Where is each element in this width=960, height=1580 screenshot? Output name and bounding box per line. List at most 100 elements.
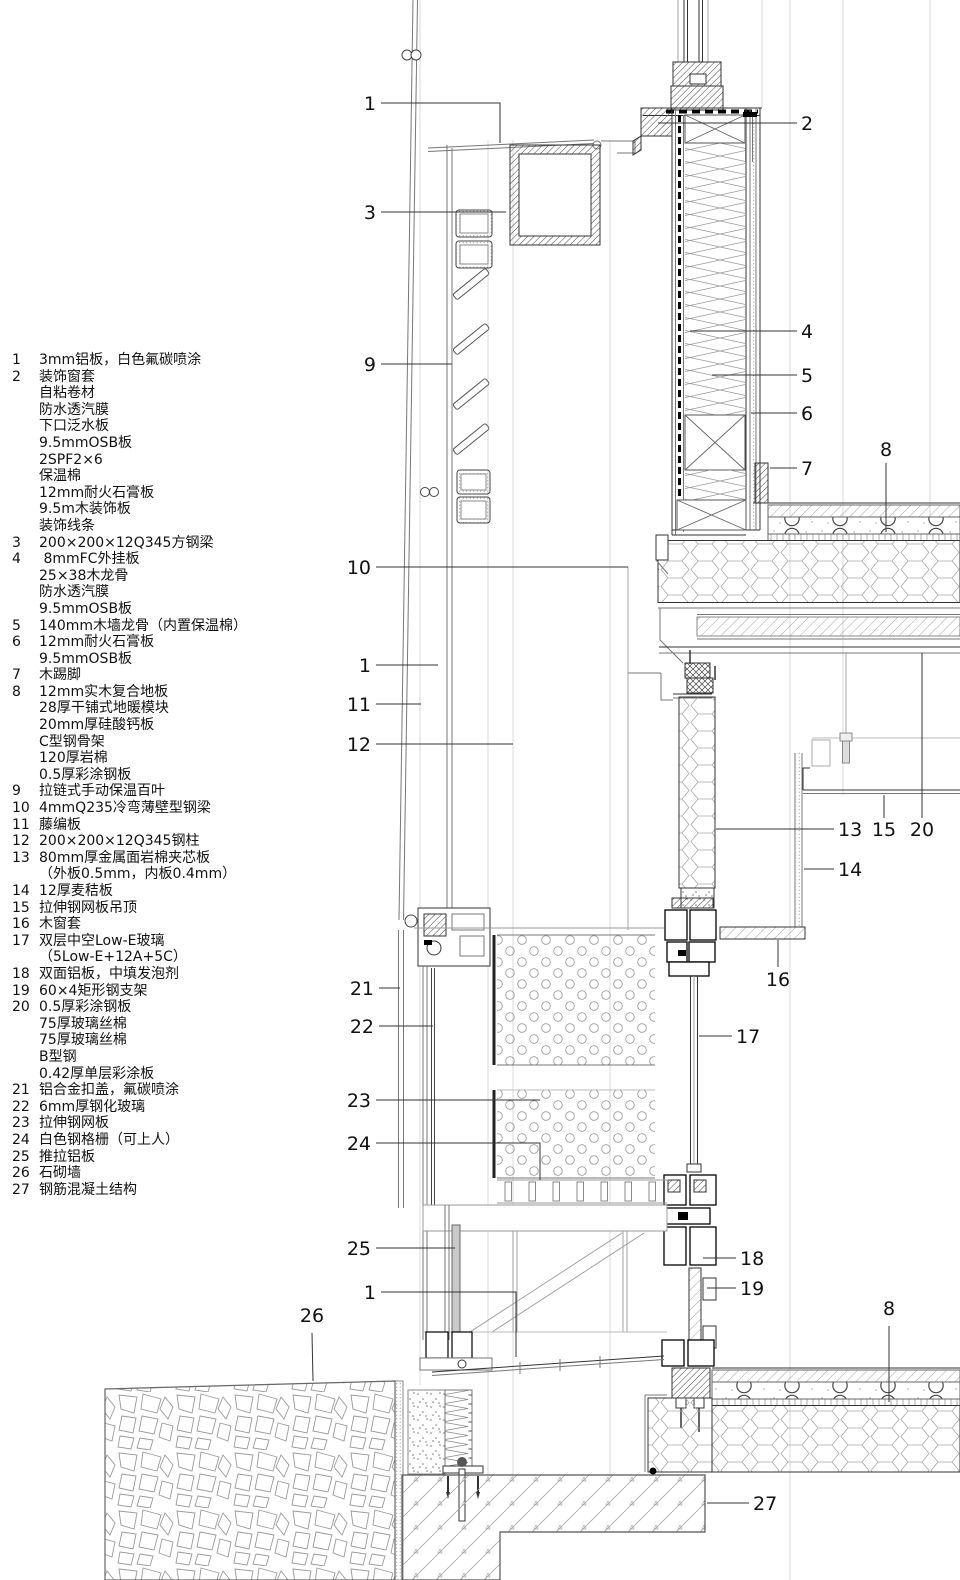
legend-item-lines: 3mm铝板，白色氟碳喷涂 — [39, 352, 201, 369]
stone-masonry-wall — [104, 1380, 396, 1580]
legend-line: 6mm厚钢化玻璃 — [39, 1098, 146, 1115]
legend-line: 藤编板 — [39, 816, 81, 833]
legend-line: 120厚岩棉 — [39, 750, 108, 767]
legend-line: 25×38木龙骨 — [39, 567, 129, 584]
legend-line: B型钢 — [39, 1048, 77, 1065]
legend-line: 8mmFC外挂板 — [39, 551, 140, 568]
callout-label-19: 19 — [740, 1278, 764, 1300]
legend-line: 0.5厚彩涂钢板 — [39, 999, 132, 1016]
callout-label-4: 4 — [801, 321, 813, 343]
legend-item-lines: 拉伸钢网板吊顶 — [39, 900, 137, 917]
legend-item-number: 21 — [12, 1082, 30, 1099]
legend-line: 拉伸钢网板 — [39, 1115, 109, 1132]
callout-label-27: 27 — [753, 1493, 777, 1515]
callout-label-17: 17 — [736, 1026, 760, 1048]
legend-item-number: 15 — [12, 899, 30, 916]
callout-leader-1 — [381, 102, 501, 143]
legend-item-number: 10 — [12, 800, 30, 817]
legend-line: 12mm耐火石膏板 — [39, 484, 155, 501]
legend-item-15: 15 拉伸钢网板吊顶 — [12, 900, 342, 917]
interior-wall-lines — [414, 567, 664, 930]
legend-line: 75厚玻璃丝棉 — [39, 1032, 127, 1049]
concrete-footing — [401, 1474, 706, 1580]
callout-label-3: 3 — [364, 202, 376, 224]
sliding-door-head-frame — [417, 907, 491, 967]
legend-item-lines: 4mmQ235冷弯薄壁型钢梁 — [39, 800, 211, 817]
legend-line: 装饰线条 — [39, 517, 95, 534]
legend-item-number: 19 — [12, 982, 30, 999]
callout-label-11: 11 — [347, 694, 371, 716]
legend-item-number: 2 — [12, 368, 21, 385]
legend-item-number: 16 — [12, 916, 30, 933]
legend-line: 防水透汽膜 — [39, 584, 109, 601]
sliding-screen-panel — [398, 0, 439, 928]
callout-leader-26 — [311, 1332, 314, 1382]
legend-line: 装饰窗套 — [39, 368, 95, 385]
legend-line: 推拉铝板 — [39, 1148, 95, 1165]
legend-item-lines: 钢筋混凝土结构 — [39, 1182, 137, 1199]
legend-line: 铝合金扣盖，氟碳喷涂 — [39, 1082, 179, 1099]
tempered-glass — [422, 966, 435, 1340]
sandwich-panel-wall — [671, 696, 716, 909]
legend-item-lines: 推拉铝板 — [39, 1149, 95, 1166]
legend-line: 200×200×12Q345钢柱 — [39, 833, 200, 850]
legend-line: 12厚麦秸板 — [39, 883, 113, 899]
callout-label-14: 14 — [838, 859, 862, 881]
legend-item-number: 17 — [12, 932, 30, 949]
reference-grid-lines — [419, 0, 931, 1580]
legend-item-lines: 藤编板 — [39, 817, 81, 834]
legend-line: 双层中空Low-E玻璃 — [39, 932, 165, 949]
legend-line: （外板0.5mm，内板0.4mm） — [39, 866, 237, 883]
legend-line: 9.5mmOSB板 — [39, 600, 133, 617]
legend-line: 200×200×12Q345方钢梁 — [39, 534, 214, 551]
callout-label-1: 1 — [359, 655, 371, 677]
legend-item-number: 7 — [12, 667, 21, 684]
legend-item-17: 17 双层中空Low-E玻璃（5Low-E+12A+5C） — [12, 933, 342, 966]
legend-line: 9.5mmOSB板 — [39, 434, 133, 451]
louver-slats — [452, 268, 490, 455]
legend-line: 0.5厚彩涂钢板 — [39, 766, 132, 783]
wood-window-casing — [719, 926, 806, 940]
legend-item-27: 27 钢筋混凝土结构 — [12, 1182, 342, 1199]
legend-item-lines: 双层中空Low-E玻璃（5Low-E+12A+5C） — [39, 933, 187, 966]
callout-label-26: 26 — [300, 1305, 324, 1327]
legend-line: 12mm实木复合地板 — [39, 683, 169, 700]
lintel-and-braces — [422, 1204, 668, 1333]
legend-line: 拉伸钢网板吊顶 — [39, 899, 137, 916]
legend-line: 2SPF2×6 — [39, 451, 103, 468]
legend-line: C型钢骨架 — [39, 733, 105, 750]
legend-item-number: 14 — [12, 883, 30, 899]
legend-line: 拉链式手动保温百叶 — [39, 783, 165, 800]
callout-label-20: 20 — [910, 819, 934, 841]
legend-item-number: 12 — [12, 833, 30, 850]
legend-item-number: 27 — [12, 1181, 30, 1198]
legend-item-number: 4 — [12, 551, 21, 568]
steel-grille — [497, 1179, 667, 1204]
floor-assembly-upper — [655, 462, 960, 664]
aluminum-cover-cap — [398, 930, 404, 1208]
callout-label-2: 2 — [801, 113, 813, 135]
callout-label-25: 25 — [347, 1238, 371, 1260]
legend-line: 自粘卷材 — [39, 385, 95, 402]
door-bottom-frame — [419, 1331, 493, 1371]
legend-line: 钢筋混凝土结构 — [39, 1181, 137, 1198]
window-glazing-top — [670, 0, 724, 111]
legend-item-lines: 木窗套 — [39, 916, 81, 933]
legend-item-lines: 6mm厚钢化玻璃 — [39, 1099, 145, 1116]
legend-line: 28厚干铺式地暖模块 — [39, 700, 169, 717]
